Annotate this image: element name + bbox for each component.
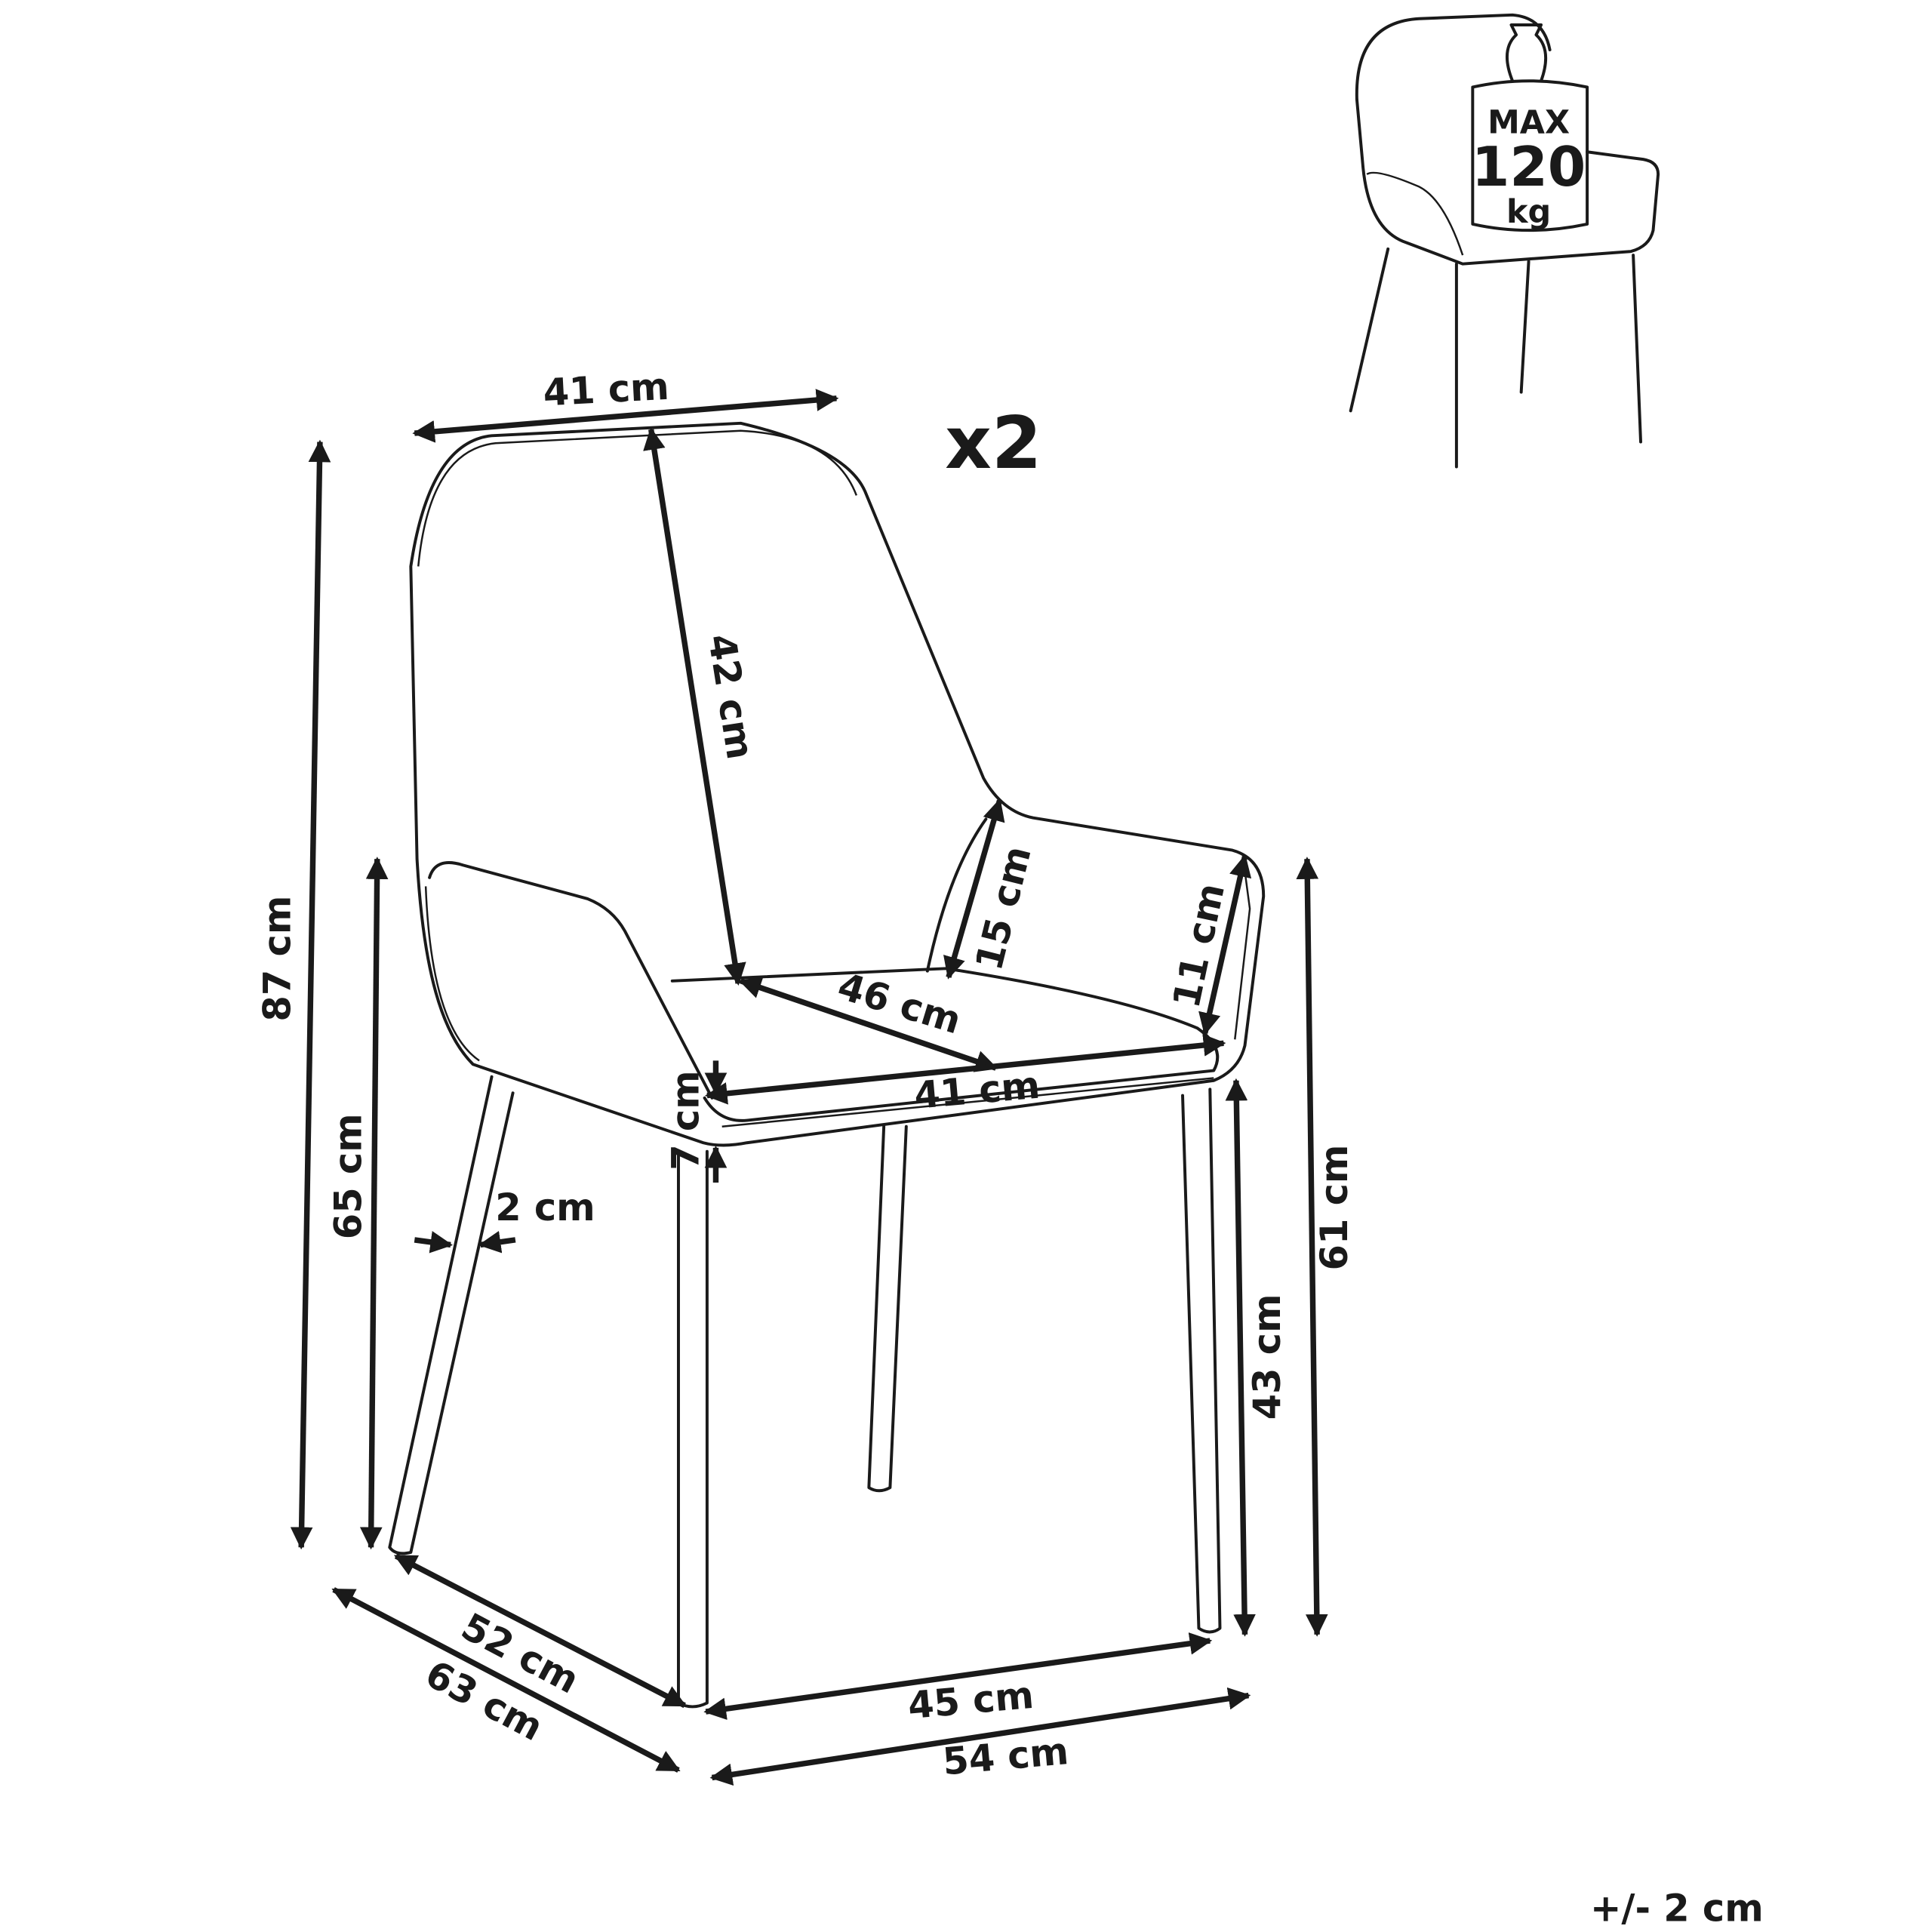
arrow-total-width xyxy=(709,1687,1251,1786)
arrow-back-width xyxy=(412,389,839,443)
arrow-armrest-height xyxy=(359,857,389,1550)
arrow-leg-left xyxy=(414,1231,454,1254)
arrow-armrest-floor xyxy=(1296,857,1328,1637)
label-armrest-height: 65 cm xyxy=(327,1113,371,1239)
arrow-armrest-back xyxy=(1198,854,1252,1035)
dimension-arrows xyxy=(290,389,1328,1786)
arrow-total-depth xyxy=(331,1587,681,1773)
label-total-width: 54 cm xyxy=(941,1729,1070,1783)
load-max-label: MAX xyxy=(1487,103,1570,141)
arrow-armrest-front xyxy=(943,798,1005,980)
label-back-height: 42 cm xyxy=(700,631,762,762)
label-leg-thickness: 2 cm xyxy=(495,1186,595,1229)
label-total-height: 87 cm xyxy=(256,896,300,1022)
arrow-total-height xyxy=(290,439,331,1550)
label-armrest-floor: 61 cm xyxy=(1312,1145,1356,1271)
load-unit-label: kg xyxy=(1506,193,1551,231)
arrow-back-height xyxy=(643,427,746,986)
label-seat-height: 43 cm xyxy=(1245,1294,1289,1420)
arrow-leg-right xyxy=(478,1231,516,1254)
quantity-label: x2 xyxy=(945,401,1041,485)
label-seat-thickness: 7 cm xyxy=(664,1070,708,1171)
arrow-seat-height xyxy=(1225,1078,1256,1637)
load-value-label: 120 xyxy=(1472,136,1586,199)
max-load-inset: MAX 120 kg xyxy=(1349,13,1660,469)
label-seat-width: 41 cm xyxy=(912,1063,1041,1118)
chair-drawing xyxy=(388,421,1266,1709)
label-back-width: 41 cm xyxy=(542,365,670,415)
label-armrest-front: 15 cm xyxy=(967,841,1040,974)
weight-box-icon xyxy=(1471,79,1589,232)
arrow-seat-width xyxy=(704,1034,1226,1105)
dimension-labels: 41 cm 42 cm 87 cm 65 cm 15 cm 11 cm 46 c… xyxy=(256,365,1764,1930)
vase-icon xyxy=(1505,23,1548,83)
label-leg-width: 45 cm xyxy=(906,1673,1035,1727)
tolerance-label: +/- 2 cm xyxy=(1590,1886,1764,1930)
